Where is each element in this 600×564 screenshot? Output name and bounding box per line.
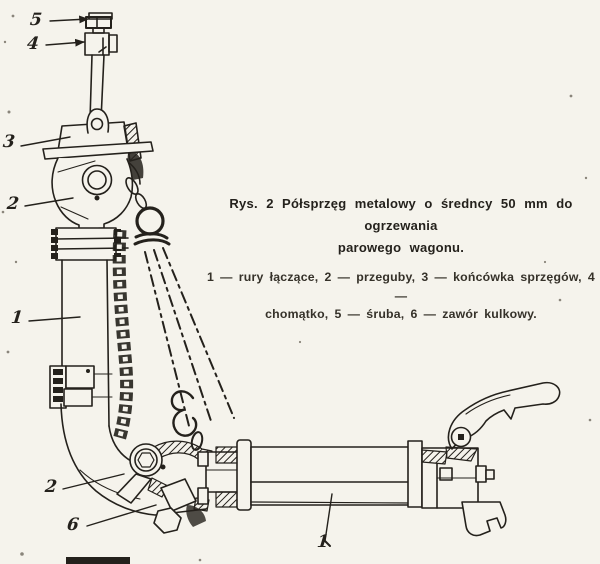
caption-title-line1: Rys. 2 Półsprzęg metalowy o średncy 50 m… (229, 196, 573, 233)
horizontal-pipe (197, 439, 423, 511)
leader-lines (20, 15, 333, 547)
part-label-2-upper: 2 (6, 194, 20, 214)
coupling-handle (445, 381, 561, 537)
vertical-pipe (49, 259, 113, 427)
ball-valve-detail (147, 477, 210, 534)
union-collar (51, 227, 129, 261)
screw-detail (85, 12, 113, 34)
chain (112, 229, 134, 442)
part-label-3: 3 (2, 132, 16, 152)
caption-legend-line2: chomątko, 5 — śruba, 6 — zawór kulkowy. (265, 307, 537, 321)
support-ring (125, 177, 171, 246)
part-label-4: 4 (26, 34, 40, 54)
part-label-6: 6 (66, 515, 80, 535)
coupling-head-detail (42, 108, 154, 185)
caption-legend-line1: 1 — rury łączące, 2 — przeguby, 3 — końc… (207, 270, 595, 303)
figure-caption: Rys. 2 Półsprzęg metalowy o średncy 50 m… (203, 193, 599, 324)
upper-ball-joint (51, 157, 134, 230)
lower-ball-joint (116, 443, 166, 504)
paper-specks (1, 14, 592, 564)
caption-title-line2: parowego wagonu. (337, 240, 465, 255)
part-label-5: 5 (29, 10, 43, 30)
spring-dash-lines (144, 247, 235, 431)
part-label-2-lower: 2 (44, 477, 58, 497)
clamp-detail (84, 32, 118, 56)
part-label-1-upper: 1 (10, 308, 24, 328)
s-hook (170, 390, 204, 451)
part-label-1-lower: 1 (316, 532, 330, 552)
